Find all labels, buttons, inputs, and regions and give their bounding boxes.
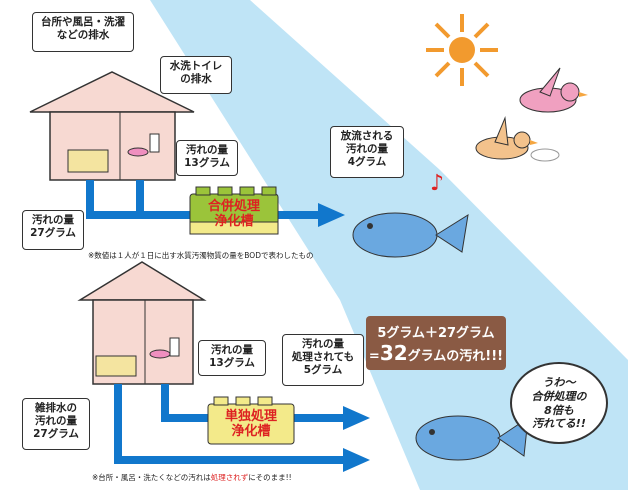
total-load-box: 5グラム＋27グラム =32グラムの汚れ!!!	[366, 316, 506, 370]
discharge-bubble: 放流される 汚れの量 4グラム	[330, 126, 404, 178]
treated-load-bubble: 汚れの量 処理されても 5グラム	[282, 334, 364, 386]
bottom-pipes	[114, 384, 345, 464]
bottom-toilet-load-bubble: 汚れの量 13グラム	[198, 340, 266, 376]
bottom-tank-label: 単独処理 浄化槽	[224, 409, 277, 439]
top-arrowhead	[318, 203, 345, 227]
cloud	[530, 148, 560, 162]
bottom-arrowhead-1	[343, 406, 370, 430]
total-line-2: =32グラムの汚れ!!!	[368, 341, 504, 365]
sad-fish-icon	[415, 415, 529, 461]
top-tank-load-bubble: 汚れの量 13グラム	[176, 140, 238, 176]
household-load-bubble: 汚れの量 27グラム	[22, 210, 84, 250]
pink-bird-icon	[519, 67, 588, 113]
orange-bird-icon	[475, 116, 538, 160]
happy-fish-icon	[352, 212, 469, 258]
top-note: ※数値は１人が１日に出す水質汚濁物質の量をBODで表わしたもの	[88, 251, 314, 260]
music-note-icon: ♪	[430, 171, 444, 196]
bottom-arrowhead-2	[343, 448, 370, 472]
exclaim-bubble: うわ〜 合併処理の 8倍も 汚れてる!!	[510, 362, 608, 444]
sun-icon	[426, 14, 498, 86]
drain-bubble: 台所や風呂・洗濯 などの排水	[32, 12, 134, 52]
toilet-bubble: 水洗トイレ の排水	[160, 56, 232, 94]
bottom-note: ※台所・風呂・洗たくなどの汚れは処理されずにそのまま!!	[92, 473, 292, 482]
graywater-load-bubble: 雑排水の 汚れの量 27グラム	[22, 398, 90, 450]
top-tank-shape	[189, 186, 279, 235]
bottom-tank-shape	[207, 396, 295, 445]
top-tank-label: 合併処理 浄化槽	[207, 199, 260, 229]
bottom-house	[77, 261, 207, 385]
top-house	[29, 71, 195, 181]
